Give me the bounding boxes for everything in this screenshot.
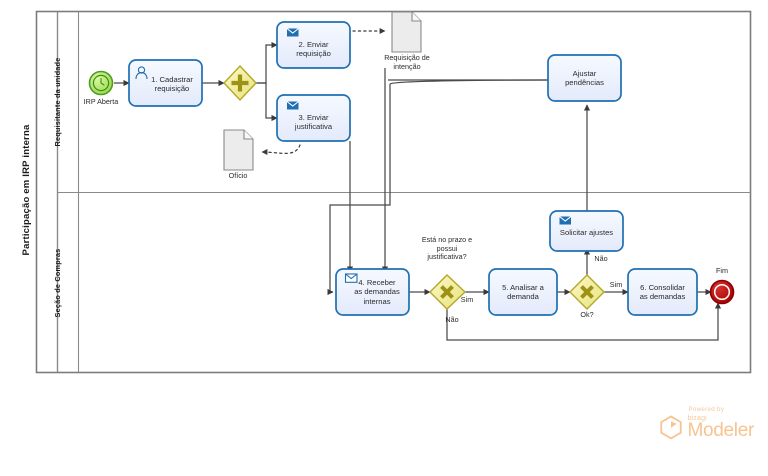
plus-icon [231,74,249,92]
data-object-requisicao-intencao[interactable] [391,11,422,53]
send-task-icon [559,216,572,225]
x-icon [440,285,454,299]
watermark: Powered by bizagi Modeler [658,406,754,440]
end-event-label: Fim [716,266,728,275]
flow-ajustar-to-task4 [327,84,391,296]
gateway-ok-label: Ok? [580,310,594,319]
x-icon [580,285,594,299]
start-event-label: IRP Aberta [83,97,119,106]
data-object-shapes [223,11,422,171]
data-object-oficio-label: Ofício [228,171,248,180]
watermark-brand: bizagi [687,414,707,422]
sequence-flows [114,41,722,341]
task-shapes [128,21,698,316]
flow-gw-prazo-nao [446,302,722,341]
flow-prazo-nao-label: Não [445,315,459,324]
gateway-prazo-label: Está no prazo e possui justificativa? [421,235,473,262]
assoc-task3-to-doc-oficio [261,144,301,156]
lane-title-requisitante: Requisitante da unidade [52,57,62,147]
bizagi-logo-icon [660,415,683,440]
flow-prazo-sim-label: Sim [460,295,474,304]
parallel-gateway-shape[interactable] [223,64,257,102]
clock-icon [92,74,110,92]
task-1-shape[interactable] [128,59,203,107]
exclusive-gateway-ok-shape[interactable] [569,274,605,310]
send-task-icon [286,101,299,110]
task-6-shape[interactable] [627,268,698,316]
end-event-shape[interactable] [709,279,735,305]
data-associations [261,28,386,156]
task-5-shape[interactable] [488,268,558,316]
pool-title: Participação em IRP interna [20,124,32,256]
data-object-oficio[interactable] [223,129,254,171]
exclusive-gateway-prazo-shape[interactable] [429,274,467,310]
start-timer-event-shape[interactable] [88,70,114,96]
data-object-requisicao-label: Requisição de intenção [384,53,430,71]
lane-title-compras: Seção de Compras [52,248,62,318]
gateway-shapes [223,64,605,310]
flow-ok-sim-label: Sim [609,280,623,289]
flow-ok-nao-label: Não [594,254,608,263]
send-task-icon [286,28,299,37]
user-task-icon [135,66,148,80]
receive-task-icon [344,273,358,283]
flow-gateway-to-task3 [256,82,278,122]
flow-ajustar-curve [389,79,549,85]
task-ajustar-shape[interactable] [547,54,622,102]
watermark-powered-by: Powered by [688,406,725,413]
watermark-product: Modeler [687,419,754,441]
event-shapes [88,70,735,305]
